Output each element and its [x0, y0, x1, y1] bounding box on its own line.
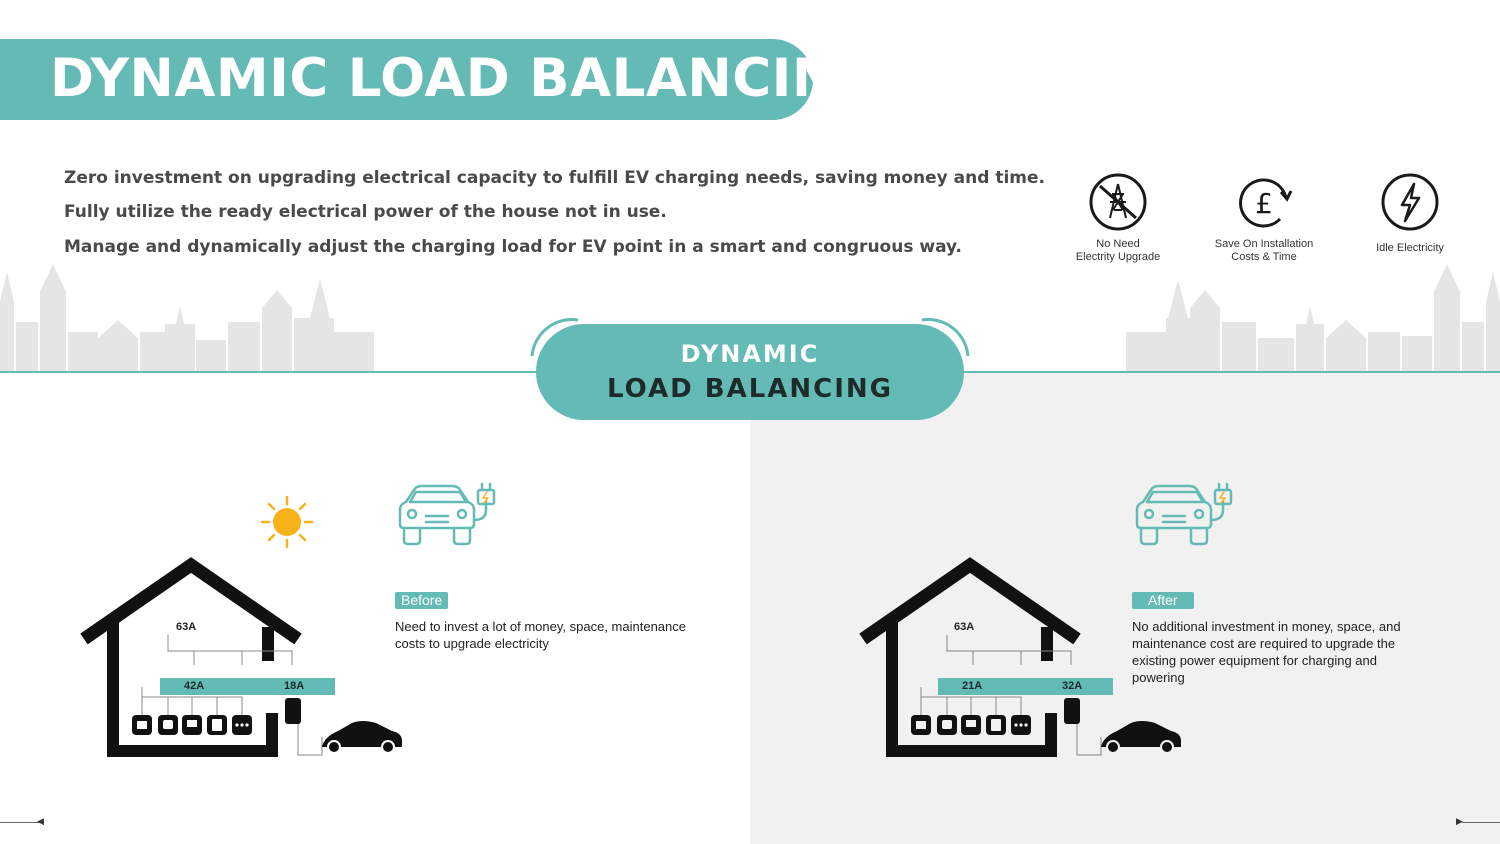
after-tag: After — [1132, 592, 1194, 609]
moon-icon — [1044, 502, 1084, 540]
benefit-label: No Need Electrity Upgrade — [1075, 238, 1161, 263]
badge-accent-arcs — [530, 318, 970, 357]
after-load-bar — [938, 678, 1113, 695]
after-main-amp: 63A — [954, 621, 975, 633]
before-house-diagram — [80, 557, 402, 757]
before-description: Need to invest a lot of money, space, ma… — [395, 619, 686, 651]
benefit-no-upgrade: No Need Electrity Upgrade — [1033, 172, 1203, 264]
after-house-amp: 21A — [962, 680, 983, 692]
intro-line: Manage and dynamically adjust the chargi… — [64, 237, 962, 257]
after-description: No additional investment in money, space… — [1132, 619, 1401, 685]
after-charger-amp: 32A — [1062, 680, 1083, 692]
after-panel-background — [750, 373, 1500, 844]
benefit-idle-electricity: Idle Electricity — [1325, 172, 1495, 255]
sun-icon — [260, 495, 314, 549]
intro-line: Zero investment on upgrading electrical … — [64, 168, 1046, 188]
title-banner — [0, 39, 813, 120]
intro-line: Fully utilize the ready electrical power… — [64, 202, 667, 222]
bottom-right-rule — [1462, 822, 1500, 823]
ev-plug-icon — [398, 482, 496, 546]
svg-text:£: £ — [1255, 187, 1273, 220]
after-house-diagram — [859, 557, 1181, 757]
before-tag: Before — [395, 592, 449, 609]
bottom-left-rule — [0, 822, 40, 823]
before-main-amp: 63A — [176, 621, 197, 633]
city-skyline-right — [1126, 264, 1500, 372]
before-house-amp: 42A — [184, 680, 205, 692]
before-charger-amp: 18A — [284, 680, 305, 692]
badge-line-1: DYNAMIC — [680, 340, 820, 368]
benefit-label: Idle Electricity — [1376, 242, 1444, 254]
pound-cycle-icon: £ — [1239, 178, 1293, 228]
no-power-tower-icon — [1089, 173, 1147, 231]
badge-line-2: LOAD BALANCING — [606, 374, 894, 404]
benefit-label: Save On Installation Costs & Time — [1214, 238, 1314, 263]
left-marker-icon: ◀ — [37, 816, 44, 826]
before-load-bar — [160, 678, 335, 695]
right-marker-icon: ▶ — [1456, 816, 1463, 826]
city-skyline-left — [0, 264, 374, 372]
benefit-save-costs: £ Save On Installation Costs & Time — [1179, 172, 1349, 264]
center-badge: DYNAMIC LOAD BALANCING — [536, 324, 964, 420]
page-title: DYNAMIC LOAD BALANCING — [50, 48, 881, 109]
lightning-icon — [1381, 173, 1439, 231]
ev-plug-icon — [1135, 482, 1233, 546]
